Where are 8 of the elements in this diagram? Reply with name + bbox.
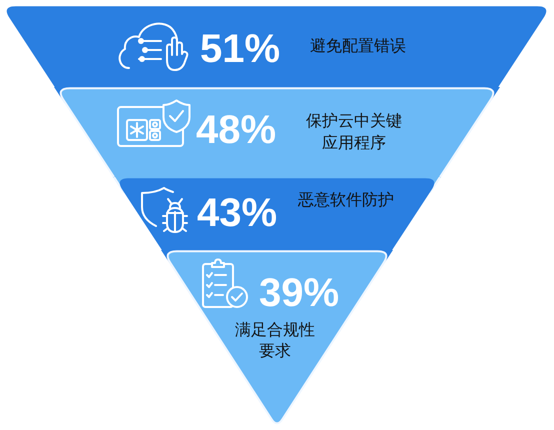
label-text: 避免配置错误 xyxy=(310,36,406,56)
label-text: 恶意软件防护 xyxy=(298,190,394,210)
label-text: 满足合规性要求 xyxy=(234,319,316,361)
percentage: 43% xyxy=(196,193,278,233)
percentage: 48% xyxy=(196,110,276,150)
label-text: 保护云中关键应用程序 xyxy=(304,110,403,154)
percentage: 39% xyxy=(258,273,340,313)
percentage: 51% xyxy=(200,29,280,69)
